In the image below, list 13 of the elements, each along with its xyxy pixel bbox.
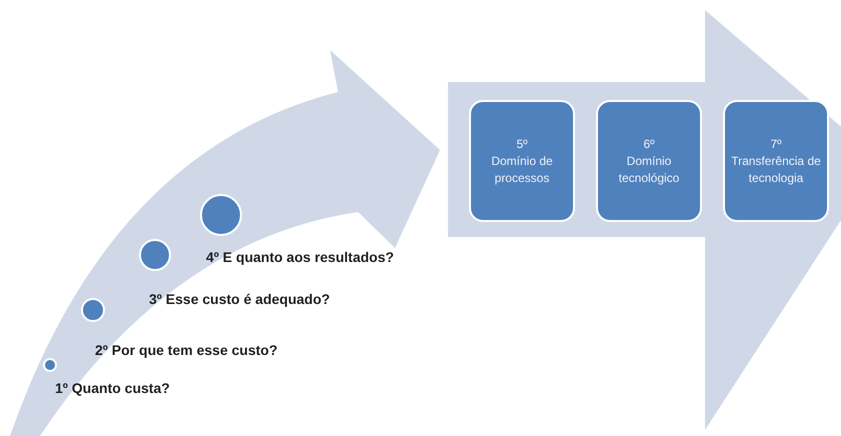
step-question: 4º E quanto aos resultados? [206,248,394,267]
step-number: 5º [516,136,528,152]
step-question: 1º Quanto custa? [55,379,170,398]
step-label: Domínio de processos [490,152,554,186]
step-box [596,100,702,222]
step-label: Transferência de tecnologia [730,152,822,186]
step-number: 7º [770,136,782,152]
step-question: 2º Por que tem esse custo? [95,341,278,360]
step-box [469,100,575,222]
step-number: 6º [643,136,655,152]
step-question: 3º Esse custo é adequado? [149,290,330,309]
step-box [723,100,829,222]
step-label: Domínio tecnológico [618,152,680,186]
